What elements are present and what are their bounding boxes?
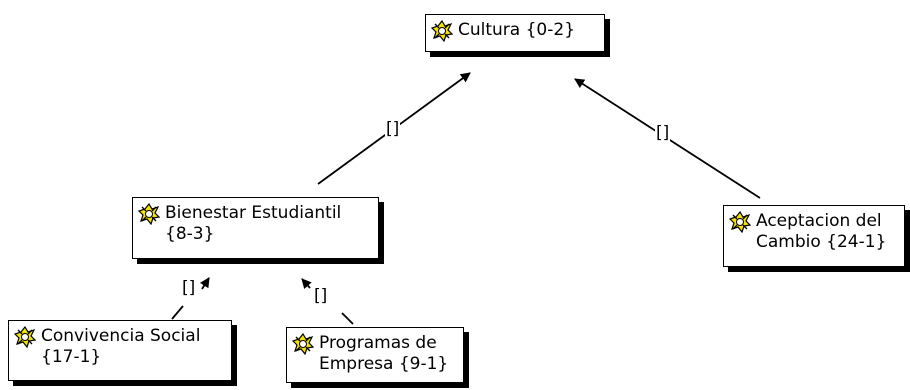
code-family-icon bbox=[138, 203, 160, 225]
edge-programas-to-bienestar bbox=[341, 312, 354, 325]
node-label-programas-de-empresa: Programas de Empresa {9-1} bbox=[319, 333, 449, 374]
node-label-aceptacion-del-cambio: Aceptacion del Cambio {24-1} bbox=[756, 211, 887, 252]
edge-label-bienestar-to-cultura: [] bbox=[385, 119, 401, 139]
code-family-icon bbox=[14, 326, 36, 348]
node-label-convivencia-social: Convivencia Social {17-1} bbox=[41, 326, 201, 367]
node-label-cultura: Cultura {0-2} bbox=[458, 20, 576, 40]
edge-convivencia-to-bienestar bbox=[171, 305, 184, 320]
edge-label-convivencia-to-bienestar: [] bbox=[181, 278, 197, 298]
code-family-icon bbox=[729, 211, 751, 233]
edge-programas-to-bienestar-head bbox=[301, 278, 312, 290]
node-label-bienestar-estudiantil: Bienestar Estudiantil {8-3} bbox=[165, 203, 342, 244]
code-family-icon bbox=[431, 20, 453, 42]
node-convivencia-social[interactable]: Convivencia Social {17-1} bbox=[8, 320, 232, 381]
node-programas-de-empresa[interactable]: Programas de Empresa {9-1} bbox=[286, 327, 464, 383]
node-aceptacion-del-cambio[interactable]: Aceptacion del Cambio {24-1} bbox=[723, 205, 905, 267]
edge-label-aceptacion-to-cultura: [] bbox=[655, 123, 671, 143]
node-bienestar-estudiantil[interactable]: Bienestar Estudiantil {8-3} bbox=[132, 197, 379, 259]
edge-label-programas-to-bienestar: [] bbox=[313, 286, 329, 306]
edge-convivencia-to-bienestar-head bbox=[199, 277, 210, 290]
code-family-icon bbox=[292, 333, 314, 355]
node-cultura[interactable]: Cultura {0-2} bbox=[425, 14, 605, 52]
